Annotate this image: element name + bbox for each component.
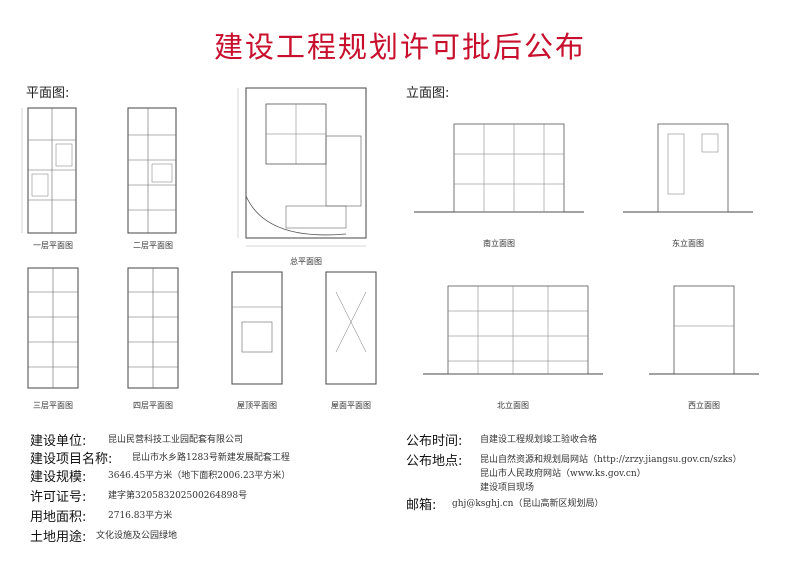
plan-drawing-site: 总平面图 [226, 76, 386, 266]
info-label-place: 公布地点: [406, 454, 463, 469]
plan-drawing-1: 一层平面图 [18, 100, 88, 250]
page-title: 建设工程规划许可批后公布 [213, 30, 586, 64]
info-row-time: 公布时间: 自建设工程规划竣工验收合格 [406, 430, 786, 449]
elevation-caption-south: 南立面图 [483, 239, 515, 248]
plan-caption-2: 二层平面图 [133, 241, 173, 250]
info-value-place-1: 昆山自然资源和规划局网站（http://zrzy.jiangsu.gov.cn/… [480, 455, 742, 465]
info-label-area: 用地面积: [30, 510, 87, 525]
plan-caption-3: 三层平面图 [33, 401, 73, 410]
info-row-mail: 邮箱: ghj@ksghj.cn（昆山高新区规划局） [406, 494, 786, 513]
info-value-time: 自建设工程规划竣工验收合格 [480, 435, 598, 445]
elevation-drawing-north: 北立面图 [418, 266, 608, 416]
info-row-project: 建设项目名称: 昆山市水乡路1283号新建发展配套工程 [30, 448, 400, 467]
info-label-scale: 建设规模: [30, 470, 87, 485]
info-value-scale: 3646.45平方米（地下面积2006.23平方米） [108, 471, 291, 481]
info-row-unit: 建设单位: 昆山民营科技工业园配套有限公司 [30, 430, 400, 449]
info-value-area: 2716.83平方米 [108, 511, 173, 521]
elevation-drawing-south: 南立面图 [404, 104, 594, 254]
plan-section-label: 平面图: [26, 86, 70, 101]
plan-caption-6: 屋面平面图 [331, 401, 371, 410]
info-value-permit: 建字第320583202500264898号 [108, 491, 248, 501]
elevation-caption-east: 东立面图 [672, 239, 704, 248]
info-label-project: 建设项目名称: [30, 452, 113, 467]
info-value-place-3: 建设项目现场 [480, 483, 535, 493]
info-label-use: 土地用途: [30, 530, 87, 545]
plan-drawing-3: 三层平面图 [18, 262, 88, 412]
info-label-mail: 邮箱: [406, 498, 437, 513]
info-row-scale: 建设规模: 3646.45平方米（地下面积2006.23平方米） [30, 466, 400, 485]
plan-drawing-2: 二层平面图 [118, 100, 188, 250]
info-row-permit: 许可证号: 建字第320583202500264898号 [30, 486, 400, 505]
info-value-use: 文化设施及公园绿地 [96, 531, 178, 541]
info-value-unit: 昆山民营科技工业园配套有限公司 [108, 435, 244, 445]
plan-caption-5: 屋顶平面图 [237, 401, 277, 410]
info-label-permit: 许可证号: [30, 490, 87, 505]
info-row-use: 土地用途: 文化设施及公园绿地 [30, 526, 400, 545]
plan-caption-site: 总平面图 [290, 257, 322, 266]
elevation-drawing-east: 东立面图 [618, 104, 758, 254]
elevation-caption-west: 西立面图 [688, 401, 720, 410]
plan-caption-4: 四层平面图 [133, 401, 173, 410]
elevation-caption-north: 北立面图 [497, 401, 529, 410]
info-value-project: 昆山市水乡路1283号新建发展配套工程 [132, 453, 290, 463]
elevation-section-label: 立面图: [406, 86, 450, 101]
elevation-drawing-west: 西立面图 [644, 266, 764, 416]
plan-drawing-5: 屋顶平面图 [222, 262, 292, 412]
plan-caption-1: 一层平面图 [33, 241, 73, 250]
plan-drawing-6: 屋面平面图 [316, 262, 386, 412]
info-value-place-2: 昆山市人民政府网站（www.ks.gov.cn） [480, 469, 646, 479]
info-label-time: 公布时间: [406, 434, 463, 449]
info-row-place: 公布地点: 昆山自然资源和规划局网站（http://zrzy.jiangsu.g… [406, 450, 786, 500]
info-value-mail[interactable]: ghj@ksghj.cn（昆山高新区规划局） [452, 499, 604, 509]
plan-drawing-4: 四层平面图 [118, 262, 188, 412]
info-label-unit: 建设单位: [30, 434, 87, 449]
info-row-area: 用地面积: 2716.83平方米 [30, 506, 400, 525]
